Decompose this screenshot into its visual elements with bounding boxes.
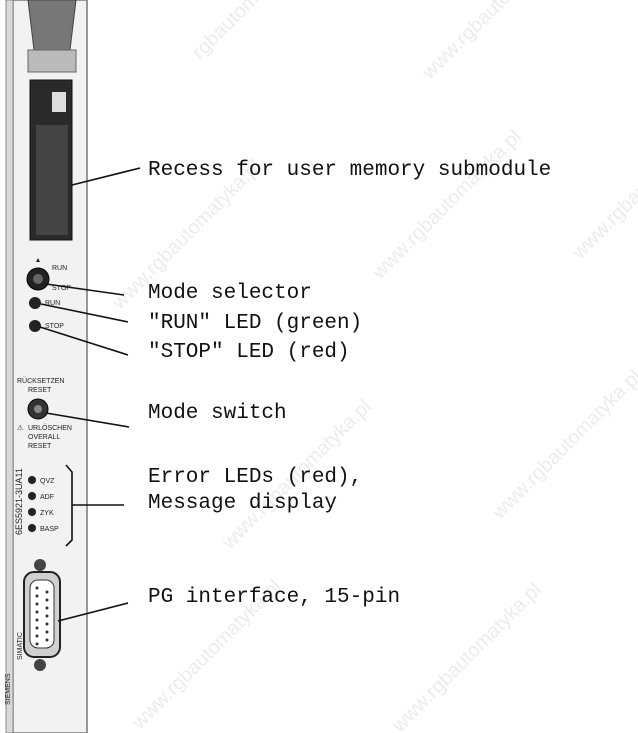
selector-run-label: RUN (52, 265, 67, 272)
watermark-text: www.rgbautomatyka.pl (417, 0, 576, 84)
leader-mode-selector (45, 283, 125, 296)
mode-switch[interactable] (27, 398, 49, 420)
overall-reset-en-label: OVERALL (28, 434, 60, 441)
led-run-label: RUN (45, 300, 60, 307)
watermark-text: www.rgbautomatyka.pl (487, 366, 638, 525)
error-zyk-label: ZYK (40, 510, 54, 517)
error-led-basp (28, 524, 36, 532)
watermark-layer: rgbautomatyka.pl www.rgbautomatyka.pl ww… (107, 0, 638, 733)
callout-mode-selector: Mode selector (148, 282, 312, 305)
leader-run-led (40, 303, 129, 323)
run-led (29, 297, 41, 309)
callout-message-display: Message display (148, 492, 338, 515)
callout-mode-switch: Mode switch (148, 402, 287, 425)
watermark-text: rgbautomatyka.pl (188, 0, 312, 64)
watermark-text: www.rgbautomatyka.pl (567, 106, 638, 265)
overall-reset-en-label: RESET (28, 443, 52, 450)
reset-en-label: RESET (28, 387, 52, 394)
callout-error-leds: Error LEDs (red), (148, 466, 363, 489)
error-leds-bracket (65, 464, 73, 547)
error-adf-label: ADF (40, 494, 54, 501)
reset-de-label: RÜCKSETZEN (17, 377, 64, 385)
simatic-label: SIMATIC (17, 632, 24, 660)
pg-pins (35, 586, 49, 646)
leader-stop-led (39, 326, 129, 356)
selector-stop-label: STOP (52, 285, 71, 292)
watermark-text: www.rgbautomatyka.pl (387, 579, 546, 733)
callout-run-led: "RUN" LED (green) (148, 312, 363, 335)
leader-memory (71, 167, 141, 186)
leader-lines (39, 167, 141, 622)
error-led-adf (28, 492, 36, 500)
memory-recess (29, 79, 73, 241)
warning-icon: ⚠ (17, 424, 24, 432)
error-led-zyk (28, 508, 36, 516)
watermark-text: www.rgbautomatyka.pl (367, 126, 526, 285)
error-led-qvz (28, 476, 36, 484)
overall-reset-de-label: URLÖSCHEN (28, 424, 72, 432)
error-basp-label: BASP (40, 526, 59, 533)
mode-selector[interactable] (26, 258, 50, 291)
leader-pg-interface (57, 602, 129, 622)
leader-mode-switch (45, 412, 130, 428)
top-latch-shadow (27, 49, 77, 73)
part-number: 6ES5921-3UA11 (14, 468, 24, 535)
callout-stop-led: "STOP" LED (red) (148, 341, 350, 364)
memory-connector-pins (36, 125, 68, 235)
pg-interface-connector (23, 559, 61, 671)
top-latch (27, 0, 77, 51)
callout-memory-recess: Recess for user memory submodule (148, 159, 552, 182)
callout-pg-interface: PG interface, 15-pin (148, 586, 401, 609)
error-qvz-label: QVZ (40, 478, 55, 485)
stop-led (29, 320, 41, 332)
led-stop-label: STOP (45, 323, 64, 330)
faceplate-left-edge (5, 0, 14, 733)
module-faceplate: RUN STOP RUN STOP RÜCKSETZEN RESET ⚠ URL… (5, 0, 88, 733)
siemens-label: SIEMENS (5, 673, 12, 705)
